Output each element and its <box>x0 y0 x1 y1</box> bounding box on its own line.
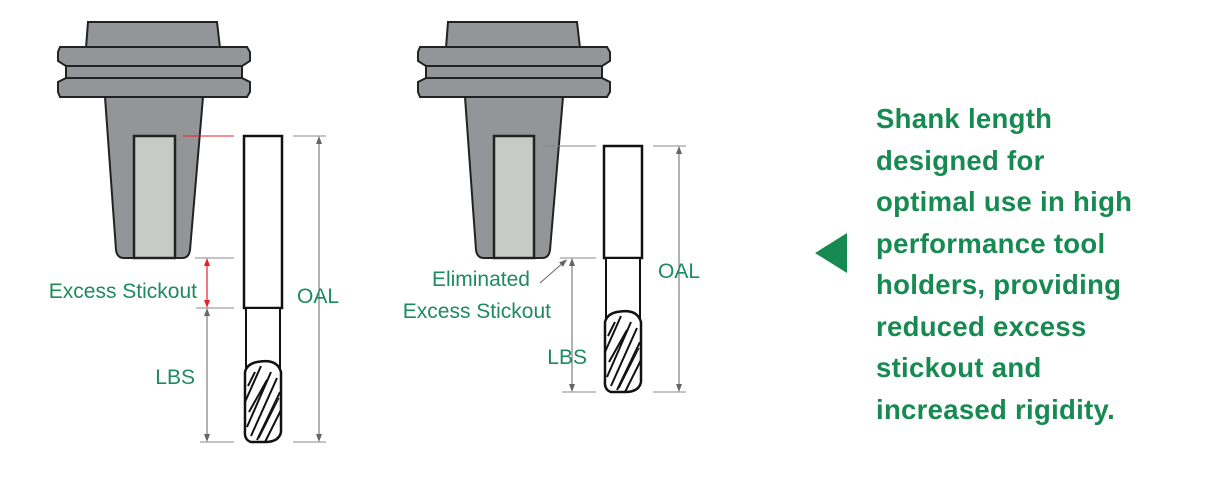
tool-holder-right <box>417 21 611 260</box>
headline-line: Shank length <box>876 103 1053 134</box>
pointer-triangle-icon <box>815 233 847 273</box>
excess-stickout-label: Excess Stickout <box>49 280 197 303</box>
headline-line: performance tool <box>876 227 1106 259</box>
headline-line: designed for <box>876 144 1045 176</box>
collet-insert <box>132 134 177 260</box>
end-mill-left <box>242 134 284 444</box>
tool-holder-left <box>57 21 251 260</box>
eliminated-label-line1: Eliminated <box>432 268 530 291</box>
dimensions-right: Eliminated Excess Stickout LBS OAL <box>403 145 700 393</box>
eliminated-pointer-arrow <box>539 259 568 284</box>
lbs-label: LBS <box>155 366 195 389</box>
end-mill-right <box>602 144 644 394</box>
headline-line: increased rigidity. <box>876 393 1116 425</box>
headline-line: reduced excess <box>876 310 1087 342</box>
dimensions-left: Excess Stickout LBS OAL <box>49 135 339 443</box>
headline-line: stickout and <box>876 352 1042 383</box>
eliminated-label-line2: Excess Stickout <box>403 300 551 323</box>
headline-line: holders, providing <box>876 269 1122 300</box>
headline-text: Shank length designed for optimal use in… <box>876 98 1206 430</box>
lbs-label: LBS <box>547 346 587 369</box>
oal-label: OAL <box>297 285 339 308</box>
headline-line: optimal use in high <box>876 186 1133 217</box>
collet-insert <box>492 134 536 260</box>
oal-label: OAL <box>658 260 700 283</box>
